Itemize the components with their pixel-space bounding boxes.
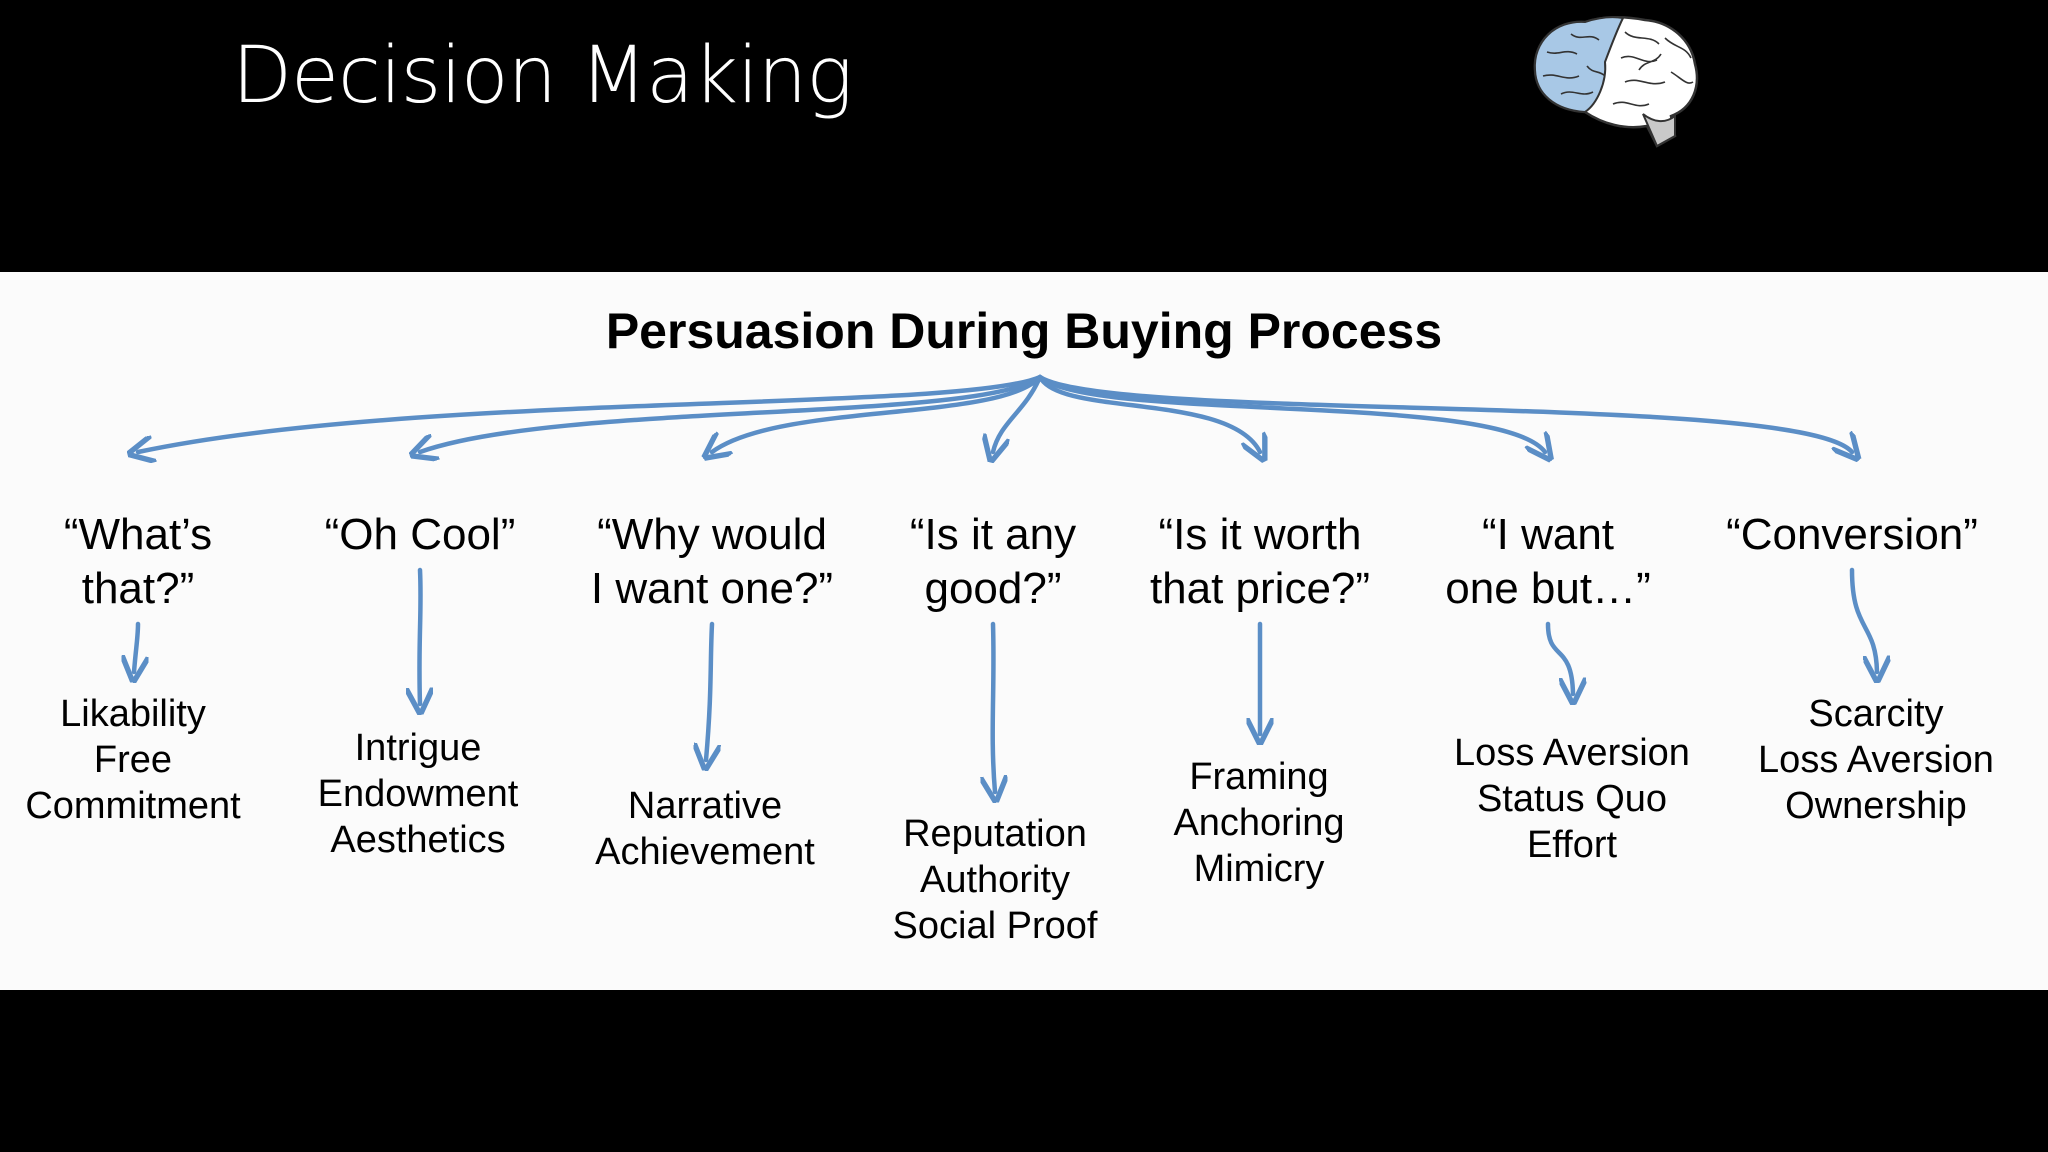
stage-tactics-4: Reputation Authority Social Proof: [892, 813, 1098, 947]
diagram-title: Persuasion During Buying Process: [605, 303, 1443, 359]
branch-arrow-1: [138, 374, 1043, 452]
branch-arrow-4: [993, 374, 1043, 452]
connector-arrows: [0, 374, 2048, 990]
stage-tactics-1: Likability Free Commitment: [25, 693, 241, 827]
stage-tactics-3: Narrative Achievement: [595, 785, 815, 873]
stage-tactics-7: Scarcity Loss Aversion Ownership: [1758, 693, 1994, 827]
branch-arrow-2: [420, 374, 1043, 452]
stage-question-4: “Is it any good?”: [909, 510, 1077, 613]
stage-arrow-4: [993, 621, 995, 792]
stage-question-5: “Is it worth that price?”: [1149, 510, 1371, 613]
stage-question-6: “I want one but…”: [1445, 510, 1651, 613]
stage-arrow-1: [134, 621, 138, 672]
stage-question-1: “What’s that?”: [63, 510, 213, 613]
slide-title: Decision Making: [232, 31, 853, 121]
stage-arrow-6: [1545, 621, 1573, 694]
branch-arrow-3: [712, 374, 1043, 452]
stage-arrow-7: [1849, 567, 1877, 672]
stage-tactics-2: Intrigue Endowment Aesthetics: [317, 727, 519, 861]
stage-question-2: “Oh Cool”: [324, 510, 516, 559]
diagram-panel: Persuasion During Buying Process “What’s…: [0, 272, 2048, 990]
branch-arrow-7: [1037, 374, 1852, 452]
branch-arrow-6: [1037, 374, 1545, 452]
branch-arrow-5: [1037, 374, 1260, 452]
stage-tactics-5: Framing Anchoring Mimicry: [1173, 756, 1345, 890]
stage-arrow-3: [706, 621, 712, 760]
stage-tactics-6: Loss Aversion Status Quo Effort: [1454, 732, 1690, 866]
stage-question-7: “Conversion”: [1726, 510, 1978, 559]
brain-icon: [1533, 16, 1699, 148]
stage-arrow-2: [419, 567, 420, 704]
stage-question-3: “Why would I want one?”: [590, 510, 834, 613]
